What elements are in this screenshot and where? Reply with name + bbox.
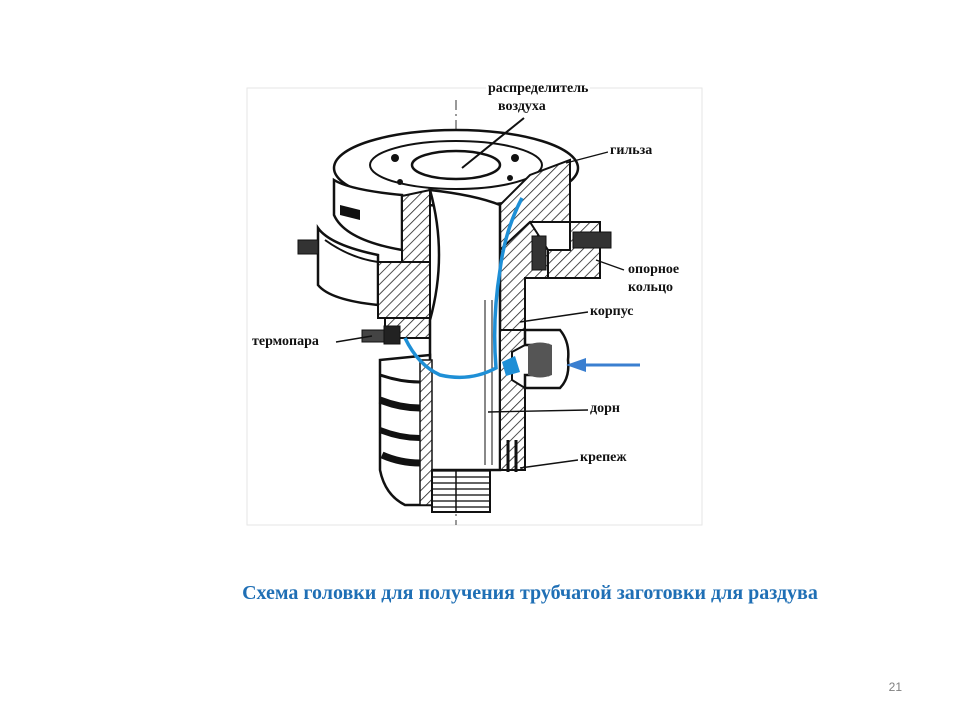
drawing-frame — [246, 87, 703, 526]
thermocouple-fitting — [361, 325, 401, 345]
melt-flow-line — [403, 197, 524, 380]
label-air-distributor-line1: распределитель — [488, 81, 589, 96]
label-support-ring: опорное кольцо — [626, 261, 682, 297]
threaded-spigot — [431, 469, 491, 513]
label-thermocouple: термопара — [250, 334, 321, 350]
feed-arrow — [566, 358, 640, 372]
lower-left-body — [378, 353, 433, 507]
page-number: 21 — [888, 680, 902, 694]
label-air-distributor-line2: воздуха — [498, 99, 546, 114]
label-fastener: крепеж — [578, 450, 629, 466]
diagram-caption: Схема головки для получения трубчатой за… — [242, 582, 818, 604]
label-sleeve: гильза — [608, 143, 655, 159]
label-mandrel: дорн — [588, 401, 622, 417]
label-air-distributor: распределитель воздуха — [486, 80, 591, 116]
melt-inlet-blob — [502, 356, 520, 376]
label-body: корпус — [588, 304, 636, 320]
label-support-ring-line2: кольцо — [628, 280, 674, 295]
leader-lines — [335, 117, 625, 469]
label-support-ring-line1: опорное — [628, 262, 680, 277]
